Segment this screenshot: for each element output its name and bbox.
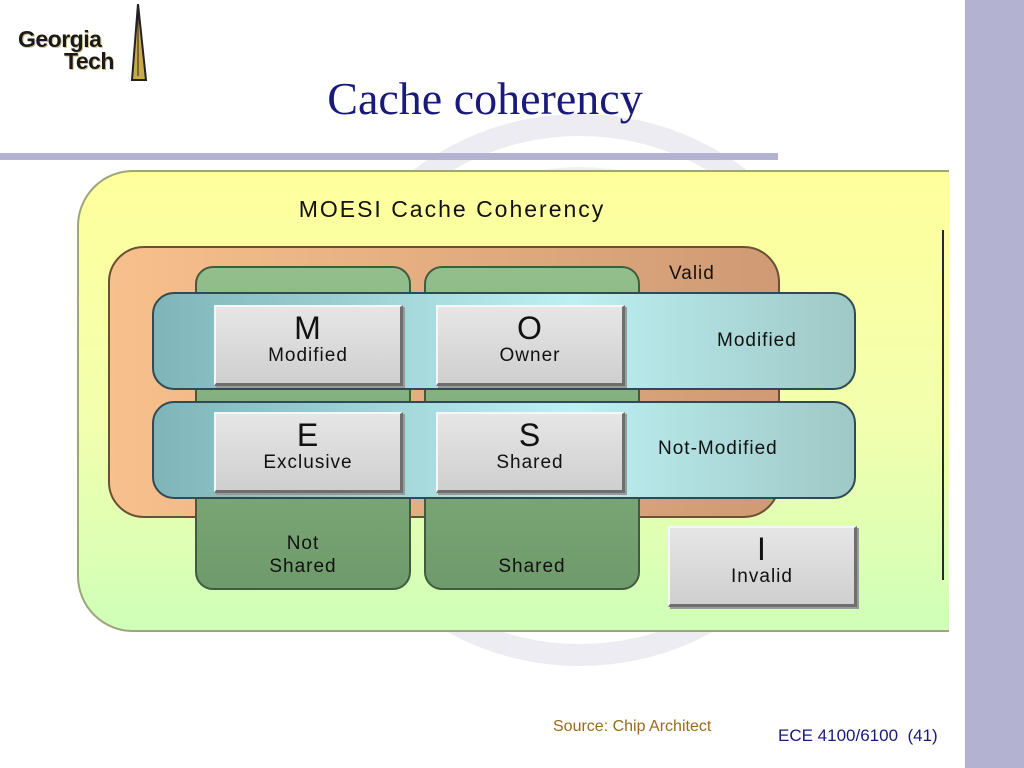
state-letter: M (294, 310, 322, 346)
state-letter: S (518, 417, 542, 453)
state-letter: I (757, 531, 767, 567)
state-letter: E (296, 417, 320, 453)
logo-line-1: Georgia (18, 26, 102, 52)
state-name: Modified (268, 345, 348, 366)
state-name: Invalid (731, 566, 793, 587)
state-letter: O (517, 310, 543, 346)
source-caption: Source: Chip Architect (553, 718, 712, 735)
not-modified-row-label: Not-Modified (658, 438, 778, 459)
diagram-title: MOESI Cache Coherency (298, 196, 606, 222)
course-page-number: ECE 4100/6100 (41) (778, 726, 938, 745)
state-name: Shared (496, 452, 564, 473)
side-bar (965, 0, 1024, 768)
diagram-edge-line (942, 230, 944, 580)
title-divider (0, 153, 778, 160)
not-shared-label-line1: Not (286, 533, 320, 554)
slide-title: Cache coherency (327, 73, 643, 124)
state-o: O Owner (436, 305, 625, 386)
valid-label: Valid (669, 263, 715, 284)
state-i: I Invalid (668, 526, 857, 607)
state-e: E Exclusive (214, 412, 403, 493)
logo-line-2: Tech (64, 48, 114, 74)
georgia-tech-logo: Georgia Tech (14, 3, 154, 82)
not-shared-label: Not Shared (195, 532, 411, 578)
tower-icon (130, 3, 148, 81)
state-name: Owner (499, 345, 561, 366)
state-name: Exclusive (263, 452, 353, 473)
shared-column-label: Shared (498, 556, 566, 577)
modified-row-label: Modified (717, 330, 797, 351)
not-shared-label-line2: Shared (269, 556, 337, 577)
moesi-diagram: MOESI Cache Coherency Valid Modified Not… (77, 170, 949, 632)
state-s: S Shared (436, 412, 625, 493)
state-m: M Modified (214, 305, 403, 386)
